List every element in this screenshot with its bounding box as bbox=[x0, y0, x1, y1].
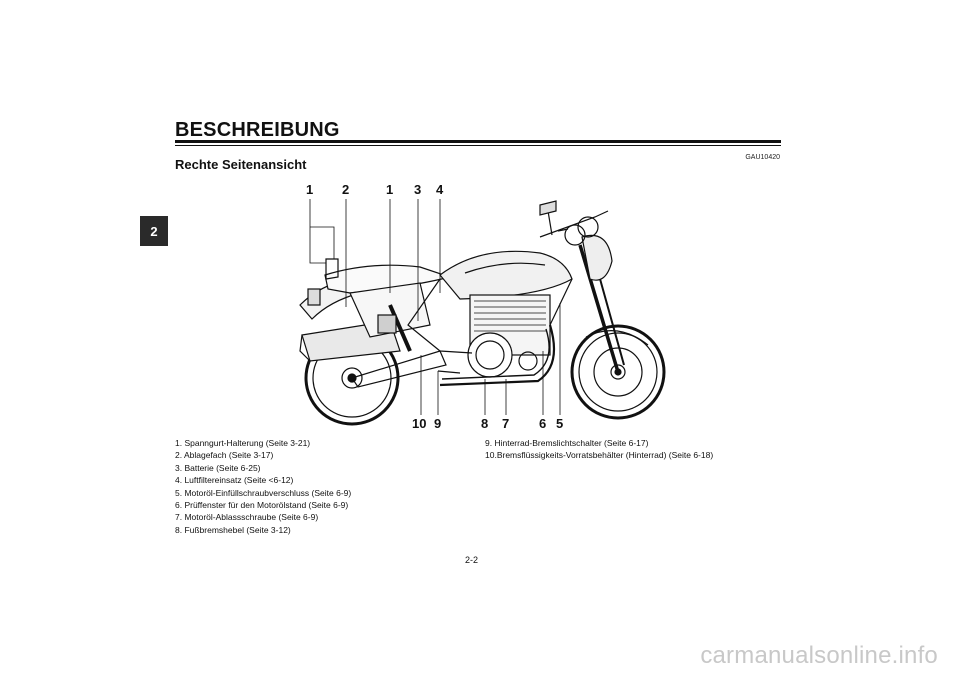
title-rule-thin bbox=[175, 145, 781, 146]
callout-1-right: 1 bbox=[386, 182, 394, 197]
callout-2: 2 bbox=[342, 182, 350, 197]
callout-7: 7 bbox=[502, 416, 510, 431]
watermark: carmanualsonline.info bbox=[700, 642, 938, 669]
legend-item: 7. Motoröl-Ablassschraube (Seite 6-9) bbox=[175, 512, 319, 523]
legend-list-left: 1. Spanngurt-Halterung (Seite 3-21) 2. A… bbox=[175, 437, 351, 536]
motorcycle-right-side-illustration bbox=[299, 199, 666, 426]
legend-item: 2. Ablagefach (Seite 3-17) bbox=[175, 450, 274, 461]
legend-item: 5. Motoröl-Einfüllschraubverschluss (Sei… bbox=[175, 487, 352, 498]
callout-1-left: 1 bbox=[306, 182, 314, 197]
callout-10: 10 bbox=[412, 416, 427, 431]
callout-5: 5 bbox=[556, 416, 564, 431]
legend-item: 8. Fußbremshebel (Seite 3-12) bbox=[175, 524, 291, 535]
legend-item: 3. Batterie (Seite 6-25) bbox=[175, 462, 261, 473]
legend-item: 6. Prüffenster für den Motorölstand (Sei… bbox=[175, 500, 349, 511]
callout-3: 3 bbox=[414, 182, 422, 197]
page-number: 2-2 bbox=[465, 555, 479, 565]
title-rule-thick bbox=[175, 140, 781, 143]
legend-item: 4. Luftfiltereinsatz (Seite <6-12) bbox=[175, 475, 294, 486]
legend-item: 10.Bremsflüssigkeits-Vorratsbehälter (Hi… bbox=[485, 450, 714, 461]
chapter-tab: 2 bbox=[140, 216, 168, 246]
callout-4: 4 bbox=[436, 182, 444, 197]
subsection-title: Rechte Seitenansicht bbox=[175, 157, 307, 172]
section-title: BESCHREIBUNG bbox=[175, 119, 340, 141]
document-code: GAU10420 bbox=[745, 154, 780, 161]
callout-9: 9 bbox=[434, 416, 442, 431]
legend-list-right: 9. Hinterrad-Bremslichtschalter (Seite 6… bbox=[485, 437, 713, 462]
callout-8: 8 bbox=[481, 416, 489, 431]
legend-item: 1. Spanngurt-Halterung (Seite 3-21) bbox=[175, 438, 311, 448]
callout-6: 6 bbox=[539, 416, 547, 431]
legend-item: 9. Hinterrad-Bremslichtschalter (Seite 6… bbox=[485, 438, 649, 448]
